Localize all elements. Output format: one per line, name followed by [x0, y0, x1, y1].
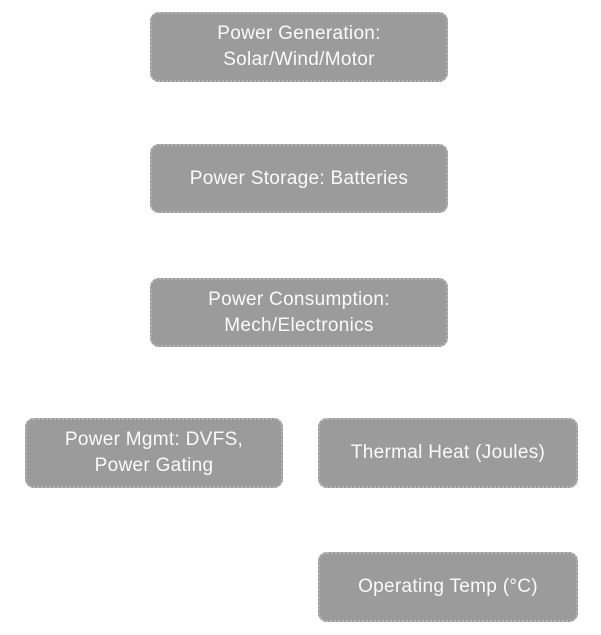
- node-label: Power Consumption: Mech/Electronics: [208, 288, 390, 336]
- node-power-generation: Power Generation: Solar/Wind/Motor: [150, 12, 448, 82]
- node-label: Thermal Heat (Joules): [350, 442, 546, 463]
- node-label: Power Generation: Solar/Wind/Motor: [217, 23, 381, 70]
- node-power-consumption: Power Consumption: Mech/Electronics: [150, 278, 448, 347]
- node-label: Power Mgmt: DVFS, Power Gating: [64, 429, 244, 476]
- node-operating-temp: Operating Temp (°C): [318, 552, 578, 622]
- node-label: Power Storage: Batteries: [189, 167, 409, 189]
- node-power-storage: Power Storage: Batteries: [150, 144, 448, 213]
- node-label: Operating Temp (°C): [358, 576, 538, 597]
- node-thermal-heat: Thermal Heat (Joules): [318, 418, 578, 488]
- node-power-mgmt: Power Mgmt: DVFS, Power Gating: [25, 418, 283, 488]
